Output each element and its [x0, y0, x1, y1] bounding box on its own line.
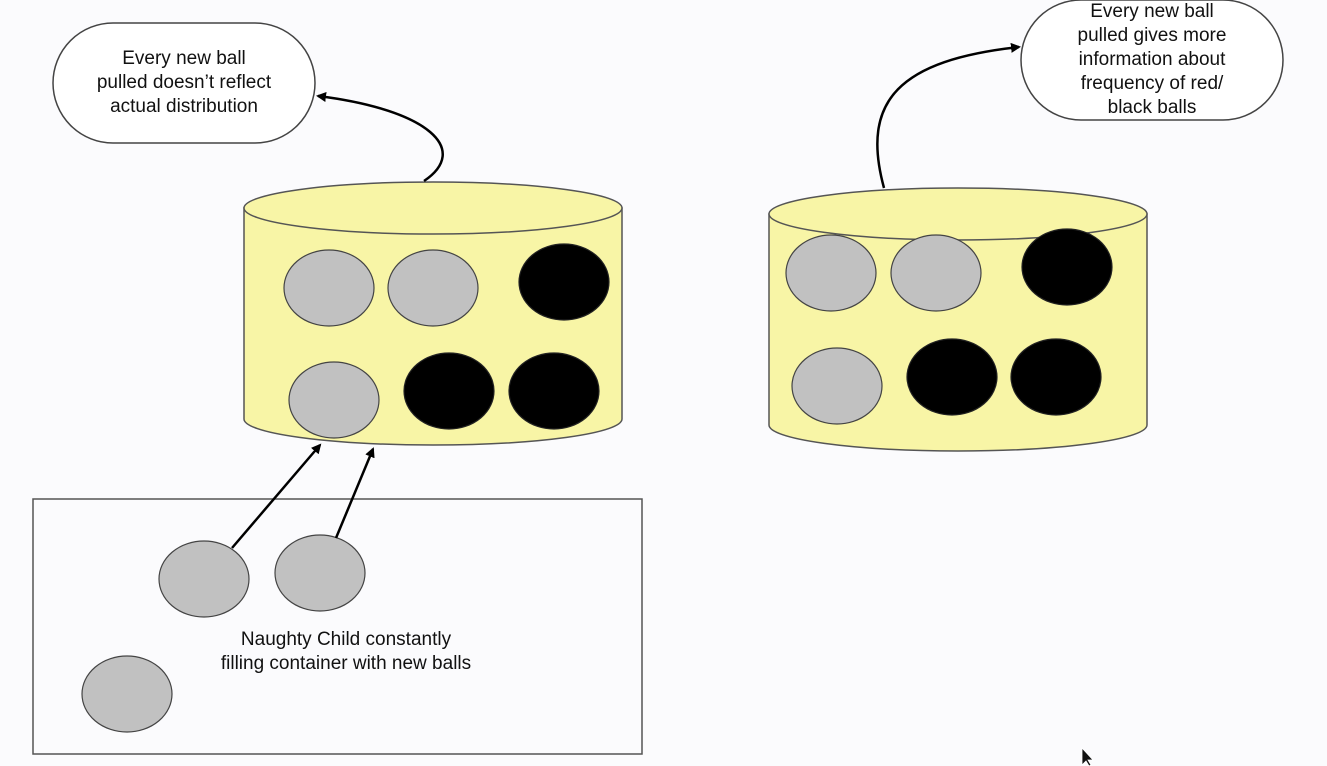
- ball-gray: [890, 234, 982, 312]
- ball-gray: [785, 234, 877, 312]
- ball-gray: [387, 249, 479, 327]
- arrow-ball-into-container-1: [231, 443, 322, 549]
- callout-line: black balls: [1107, 97, 1197, 118]
- ball-black: [906, 338, 998, 416]
- left-callout-bubble: [52, 22, 316, 144]
- left-callout-text: Every new ball pulled doesn’t reflect ac…: [63, 47, 305, 119]
- callout-line: pulled doesn’t reflect: [96, 72, 272, 93]
- callout-line: information about: [1078, 49, 1226, 70]
- ball-gray: [288, 361, 380, 439]
- ball-black: [403, 352, 495, 430]
- ball-black: [1010, 338, 1102, 416]
- callout-line: pulled gives more: [1077, 25, 1227, 46]
- right-container-balls: [785, 228, 1113, 425]
- ball-black: [508, 352, 600, 430]
- right-callout-text: Every new ball pulled gives more informa…: [1027, 0, 1277, 120]
- callout-line: Every new ball: [1090, 1, 1214, 22]
- ball-black: [1021, 228, 1113, 306]
- child-box-caption: Naughty Child constantly filling contain…: [196, 628, 496, 676]
- callout-line: frequency of red/: [1080, 73, 1224, 94]
- left-container-balls: [283, 243, 610, 439]
- ball-gray: [81, 655, 173, 733]
- arrow-ball-into-container-2: [334, 447, 375, 539]
- ball-gray: [791, 347, 883, 425]
- child-box: [32, 498, 643, 755]
- right-callout-bubble: [1020, 0, 1284, 121]
- arrow-right-container-to-callout: [876, 42, 1021, 189]
- ball-gray: [158, 540, 250, 618]
- ball-black: [518, 243, 610, 321]
- callout-line: Every new ball: [122, 48, 246, 69]
- ball-gray: [274, 534, 366, 612]
- arrow-left-container-to-callout: [316, 92, 444, 183]
- callout-line: actual distribution: [110, 96, 258, 117]
- caption-line: filling container with new balls: [220, 653, 472, 674]
- ball-gray: [283, 249, 375, 327]
- incoming-balls: [81, 534, 366, 733]
- caption-line: Naughty Child constantly: [240, 629, 452, 650]
- mouse-cursor-icon: [1081, 746, 1094, 766]
